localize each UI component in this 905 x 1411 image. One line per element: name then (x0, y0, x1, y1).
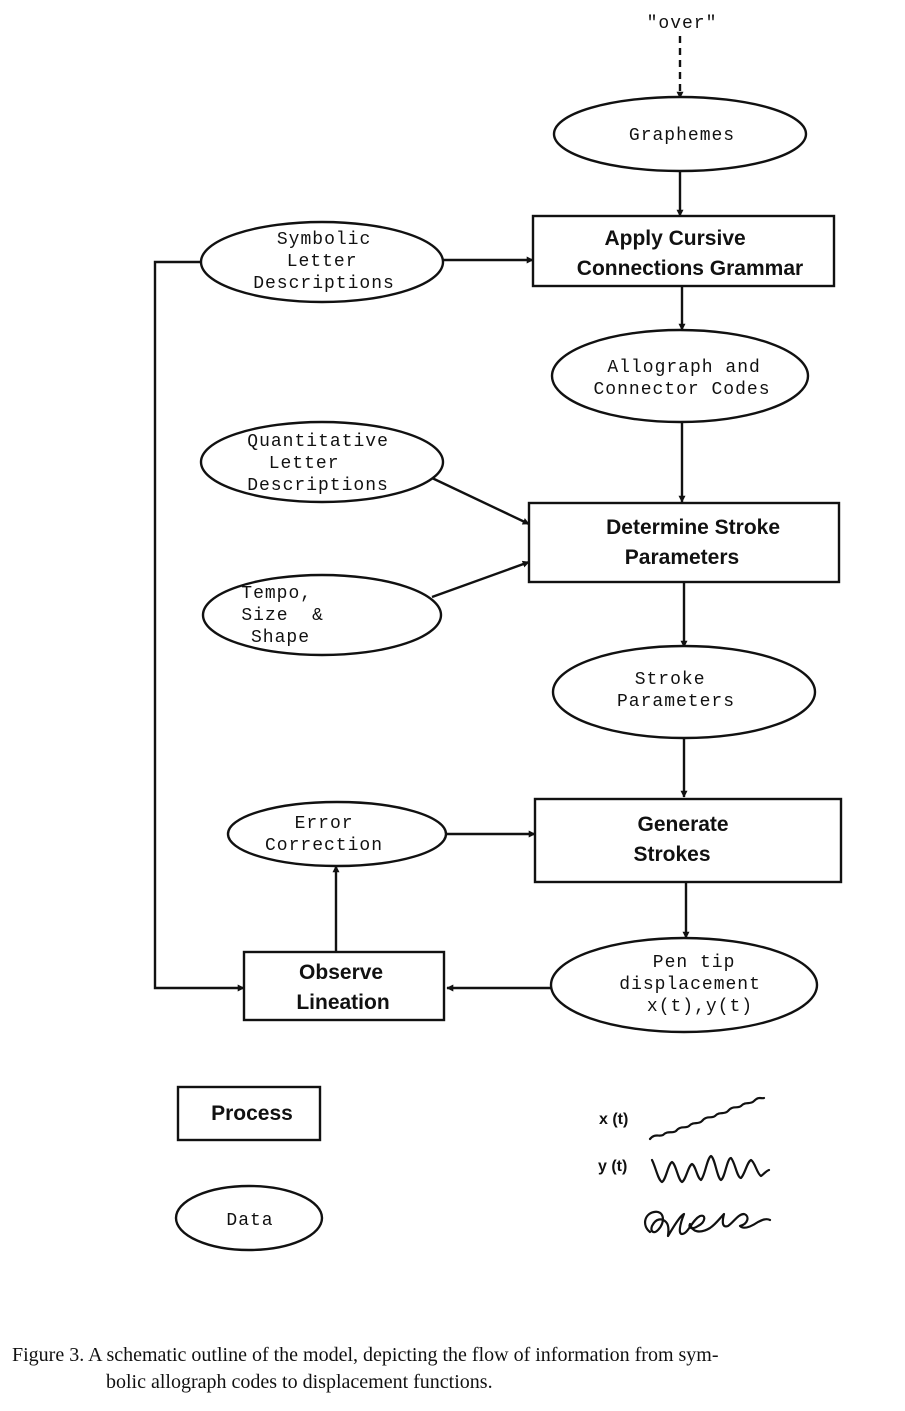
input-over-label: "over" (647, 14, 718, 34)
caption-line-2: bolic allograph codes to displacement fu… (106, 1371, 493, 1393)
process-node-apply-cursive-grammar: Apply Cursive Connections Grammar (531, 214, 836, 288)
svg-text:Tempo, Size & Sha: Tempo, Size & Shape (0, 584, 407, 648)
node-text-line: Apply Cursive (604, 227, 745, 250)
xt-label: x (t) (599, 1111, 628, 1128)
over-cursive-illustration (644, 1210, 772, 1238)
node-text-line: Tempo, (241, 584, 312, 604)
arrow-symbolic-to-observe (153, 260, 245, 992)
data-node-graphemes: Graphemes (552, 95, 808, 173)
node-text-line: Letter (287, 252, 358, 272)
node-text-line: Allograph and (607, 358, 760, 378)
svg-text:Stroke Parameters: Stroke Parameters (617, 670, 735, 712)
node-text-line: Parameters (617, 692, 735, 712)
legend-process-label: Process (211, 1102, 293, 1125)
process-node-observe-lineation: Observe Lineation (242, 950, 446, 1022)
data-node-stroke-parameters: Stroke Parameters (551, 644, 817, 740)
node-text-line: Parameters (625, 546, 739, 569)
legend-process: Process (176, 1085, 322, 1142)
legend-data-label: Data (226, 1211, 273, 1231)
svg-text:Graphemes: Graphemes (629, 126, 735, 146)
node-text-line: Descriptions (247, 476, 389, 496)
svg-text:Apply Cursive Connection: Apply Cursive Connections Grammar (577, 227, 803, 280)
node-text-line: Strokes (633, 843, 710, 866)
node-text-line: x(t),y(t) (647, 997, 753, 1017)
node-text-line: displacement (619, 975, 761, 995)
svg-text:Symbolic Letter De: Symbolic Letter Descriptions (253, 230, 395, 294)
svg-text:Determine Stroke Paramet: Determine Stroke Parameters (606, 516, 786, 569)
data-node-pen-tip-displacement: Pen tip displacement x(t),y(t) (549, 936, 819, 1034)
svg-text:Allograph and Connector: Allograph and Connector Codes (593, 358, 772, 400)
process-node-generate-strokes: Generate Strokes (533, 797, 843, 884)
yt-waveform (650, 1154, 771, 1184)
svg-text:Generate Strokes: Generate Strokes (633, 813, 734, 866)
node-text-line: Shape (251, 628, 310, 648)
node-text-line: Connector Codes (593, 380, 770, 400)
svg-text:Quantitative Letter: Quantitative Letter Descriptions (247, 432, 401, 496)
data-node-symbolic-letter-descriptions: Symbolic Letter Descriptions (199, 220, 445, 304)
svg-text:Observe Lineation: Observe Lineation (296, 961, 389, 1014)
node-text-line: Pen tip (653, 953, 736, 973)
arrow-quantitative-to-determine (431, 476, 530, 526)
node-text-line: Symbolic (277, 230, 371, 250)
xt-waveform (648, 1096, 766, 1141)
data-node-tempo-size-shape: Tempo, Size & Shape (0, 573, 443, 657)
process-node-determine-stroke-parameters: Determine Stroke Parameters (527, 501, 841, 584)
node-text-line: Determine Stroke (606, 516, 780, 539)
node-text-line: Connections Grammar (577, 257, 803, 280)
legend-data: Data (174, 1184, 324, 1252)
arrow-tempo-to-determine (431, 560, 530, 599)
data-node-error-correction: Error Correction (226, 800, 448, 868)
caption-line-1: Figure 3. A schematic outline of the mod… (12, 1344, 719, 1366)
figure-caption: Figure 3. A schematic outline of the mod… (12, 1342, 892, 1396)
svg-text:Pen tip displacement: Pen tip displacement x(t),y(t) (619, 953, 772, 1017)
node-text-line: Observe (299, 961, 383, 984)
node-text-line: Size & (241, 606, 324, 626)
node-text-line: Stroke (635, 670, 706, 690)
node-text-line: Correction (265, 836, 383, 856)
svg-text:Error Correction: Error Correction (265, 814, 383, 856)
node-text-line: Error (295, 814, 354, 834)
node-text-line: Descriptions (253, 274, 395, 294)
node-text-line: Lineation (296, 991, 389, 1014)
node-text-line: Quantitative (247, 432, 389, 452)
data-node-quantitative-letter-descriptions: Quantitative Letter Descriptions (199, 420, 445, 504)
node-text-line: Letter (269, 454, 340, 474)
node-text-line: Graphemes (629, 126, 735, 146)
node-text-line: Generate (638, 813, 729, 836)
data-node-allograph-codes: Allograph and Connector Codes (550, 328, 810, 424)
yt-label: y (t) (598, 1158, 627, 1175)
